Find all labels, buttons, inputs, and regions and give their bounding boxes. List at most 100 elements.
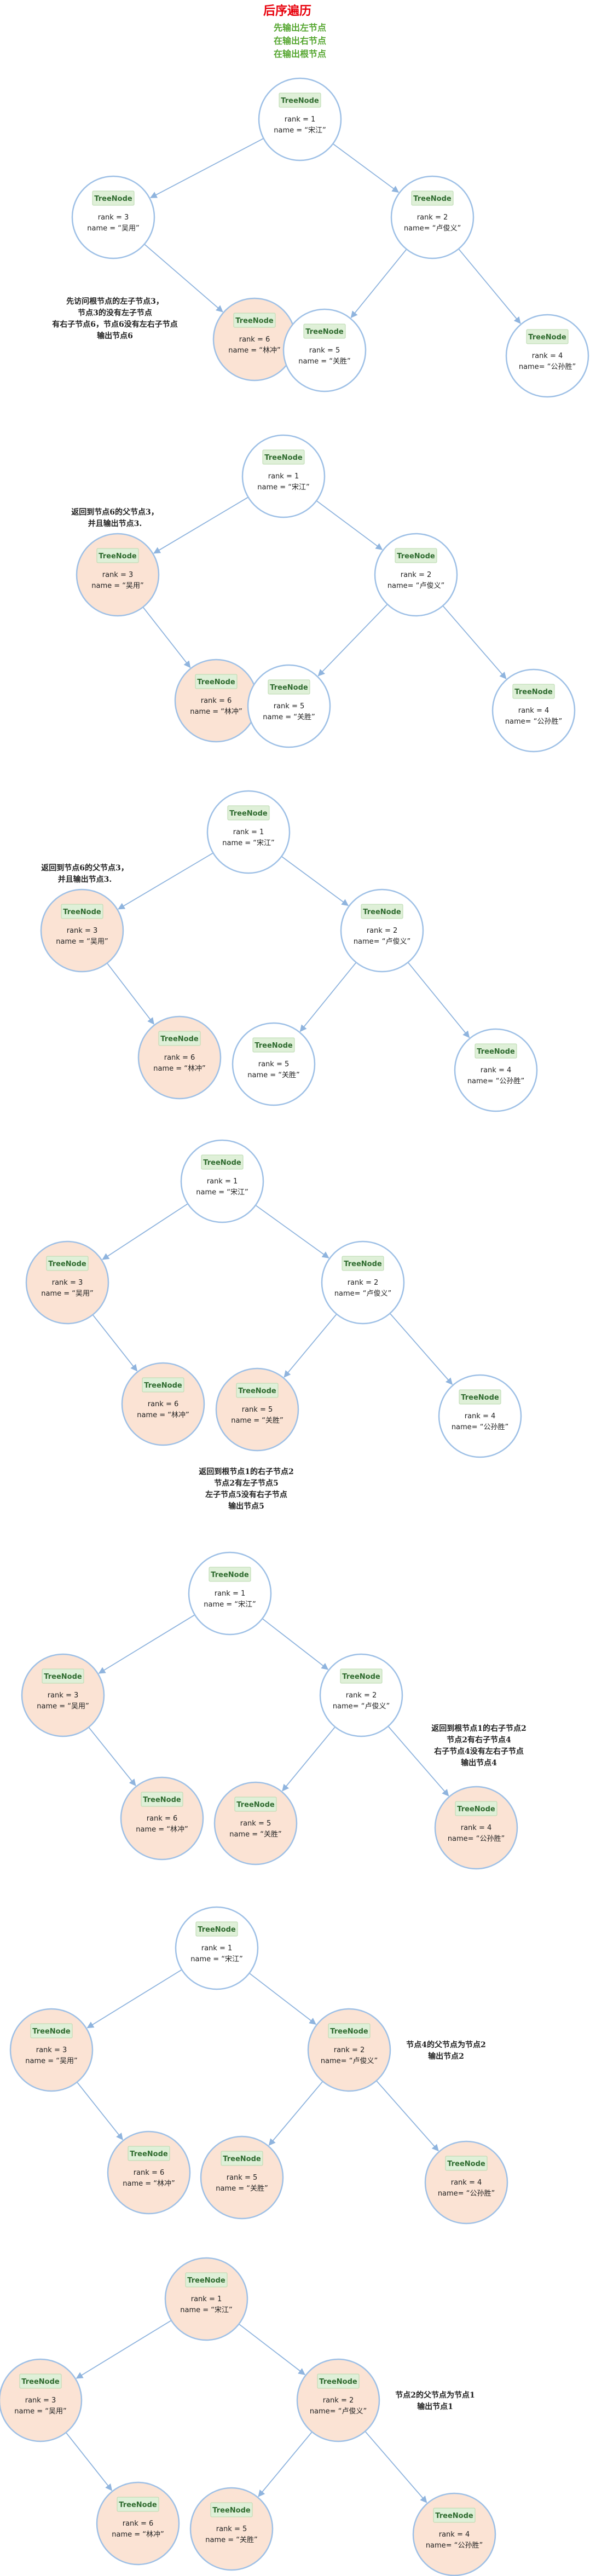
edge-n3-n6 <box>92 1314 138 1372</box>
edge-n3-n6 <box>76 2082 123 2140</box>
edge-n2-n5 <box>268 2081 323 2146</box>
node-name: name = “宋江” <box>204 1601 256 1609</box>
edge-n2-n5 <box>284 1314 337 1378</box>
node-rank: rank = 1 <box>233 828 264 836</box>
node-rank: rank = 4 <box>461 1824 492 1832</box>
node-name: name= “公孙胜” <box>467 1077 524 1085</box>
treenode-badge-label: TreeNode <box>447 2160 485 2168</box>
node-rank: rank = 1 <box>215 1590 246 1598</box>
node-rank: rank = 6 <box>123 2520 154 2528</box>
treenode-badge <box>262 449 305 465</box>
treenode-badge-label: TreeNode <box>344 1260 382 1268</box>
treenode-badge-label: TreeNode <box>212 2506 251 2515</box>
node-name: name = “吴用” <box>56 938 108 946</box>
tree-node-n6: TreeNode rank = 6 name = “林冲” <box>121 1362 205 1446</box>
treenode-badge-label: TreeNode <box>144 1382 182 1390</box>
node-name: name = “关胜” <box>231 1417 284 1425</box>
node-name: name = “吴用” <box>91 582 144 590</box>
treenode-badge <box>361 904 403 919</box>
edge-n1-n2 <box>281 856 349 906</box>
treenode-badge-label: TreeNode <box>236 1801 275 1809</box>
step-note-line: 并且输出节点3. <box>58 875 112 884</box>
node-rank: rank = 3 <box>102 571 134 579</box>
step-note-line: 返回到根节点1的右子节点2 <box>431 1724 526 1733</box>
treenode-badge-label: TreeNode <box>238 1387 276 1395</box>
edge-n1-n2 <box>248 1972 316 2025</box>
edge-n1-n3 <box>102 1203 188 1260</box>
tree-node-n6: TreeNode rank = 6 name = “林冲” <box>107 2130 191 2215</box>
node-name: name = “吴用” <box>87 224 140 233</box>
treenode-badge <box>61 904 103 919</box>
treenode-badge <box>459 1389 501 1405</box>
treenode-badge <box>395 548 437 563</box>
subtitle-root-last: 在输出根节点 <box>274 49 326 59</box>
treenode-badge <box>195 674 238 689</box>
treenode-badge-label: TreeNode <box>211 1571 249 1579</box>
node-rank: rank = 4 <box>481 1066 512 1075</box>
step-note-line: 返回到节点6的父节点3， <box>71 507 158 517</box>
node-rank: rank = 3 <box>67 927 98 935</box>
treenode-badge <box>128 2146 170 2161</box>
treenode-badge-label: TreeNode <box>413 195 452 203</box>
treenode-badge <box>236 1383 279 1398</box>
edge-n1-n2 <box>238 2323 305 2375</box>
node-name: name = “林冲” <box>153 1065 206 1073</box>
edge-n2-n4 <box>458 249 521 324</box>
node-name: name = “宋江” <box>274 126 326 135</box>
treenode-badge <box>268 679 310 695</box>
node-rank: rank = 6 <box>164 1054 195 1062</box>
node-name: name = “宋江” <box>180 2306 233 2314</box>
node-rank: rank = 3 <box>48 1691 79 1700</box>
node-name: name= “公孙胜” <box>438 2190 495 2198</box>
node-name: name = “关胜” <box>247 1071 300 1079</box>
node-rank: rank = 6 <box>134 2169 165 2177</box>
treenode-badge-label: TreeNode <box>119 2501 157 2509</box>
step-note-line: 节点3的没有左子节点 <box>78 308 152 317</box>
treenode-badge-label: TreeNode <box>21 2378 60 2386</box>
node-name: name= “公孙胜” <box>519 363 576 371</box>
node-name: name = “林冲” <box>123 2180 175 2188</box>
treenode-badge-label: TreeNode <box>305 328 344 336</box>
node-name: name = “宋江” <box>222 839 275 847</box>
tree-node-n5: TreeNode rank = 5 name = “关胜” <box>215 1367 299 1452</box>
node-rank: rank = 2 <box>323 2396 354 2405</box>
edge-n2-n5 <box>299 962 357 1032</box>
treenode-badge <box>158 1031 201 1046</box>
node-rank: rank = 6 <box>201 697 232 705</box>
node-name: name = “林冲” <box>190 708 242 716</box>
treenode-badge-label: TreeNode <box>130 2150 168 2158</box>
node-name: name = “关胜” <box>263 713 315 721</box>
node-rank: rank = 4 <box>451 2179 482 2187</box>
node-rank: rank = 3 <box>36 2046 67 2054</box>
node-rank: rank = 5 <box>242 1406 273 1414</box>
step-note-line: 节点2有左子节点5 <box>214 1478 278 1488</box>
node-rank: rank = 2 <box>417 213 448 222</box>
node-name: name = “吴用” <box>37 1702 89 1711</box>
node-name: name = “宋江” <box>196 1188 248 1197</box>
node-name: name = “林冲” <box>137 1411 189 1419</box>
treenode-badge-label: TreeNode <box>187 2277 225 2285</box>
treenode-badge <box>411 190 454 206</box>
node-rank: rank = 6 <box>148 1400 179 1408</box>
step-note-line: 左子节点5没有右子节点 <box>205 1490 287 1499</box>
node-name: name= “卢俊义” <box>404 224 461 233</box>
diagram-header: 后序遍历 先输出左节点 在输出右节点 在输出根节点 <box>263 4 326 59</box>
